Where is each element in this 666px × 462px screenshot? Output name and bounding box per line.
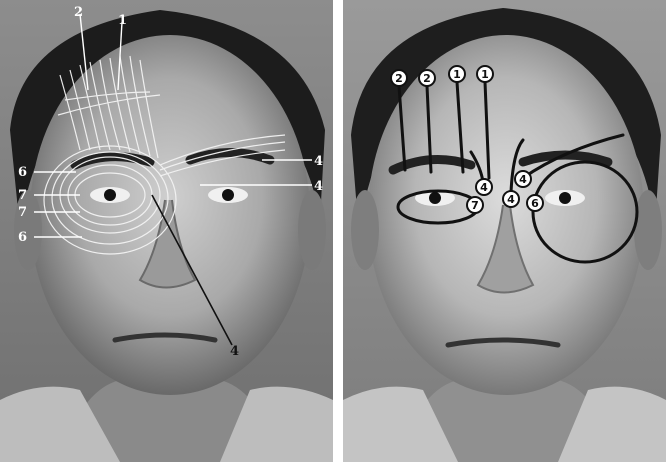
marker-4-c-label: 4 <box>519 173 527 186</box>
marker-1-a-label: 1 <box>453 68 461 81</box>
marker-2-b-label: 2 <box>423 72 431 85</box>
marker-6-label: 6 <box>531 197 539 210</box>
right-face-illustration: 2 2 1 1 4 7 4 4 <box>343 0 666 462</box>
label-2: 2 <box>74 5 83 20</box>
marker-4-b-label: 4 <box>507 193 515 206</box>
pupil-right <box>559 192 571 204</box>
marker-6: 6 <box>527 195 543 211</box>
marker-1-b: 1 <box>477 66 493 82</box>
left-face-illustration: 2 1 4 4 4 6 7 7 6 <box>0 0 333 462</box>
marker-4-b: 4 <box>503 191 519 207</box>
left-face-photo-panel: 2 1 4 4 4 6 7 7 6 <box>0 0 333 462</box>
marker-1-a: 1 <box>449 66 465 82</box>
marker-7-label: 7 <box>471 199 479 212</box>
marker-2-a: 2 <box>391 70 407 86</box>
pupil-right <box>222 189 234 201</box>
marker-4-a: 4 <box>476 179 492 195</box>
label-4-middle: 4 <box>314 179 323 194</box>
pupil-left <box>429 192 441 204</box>
ear-right <box>298 190 326 270</box>
marker-4-c: 4 <box>515 171 531 187</box>
pupil-left <box>104 189 116 201</box>
ear-left <box>351 190 379 270</box>
marker-2-b: 2 <box>419 70 435 86</box>
right-face-photo-panel: 2 2 1 1 4 7 4 4 <box>343 0 666 462</box>
marker-4-a-label: 4 <box>480 181 488 194</box>
label-1: 1 <box>118 13 127 28</box>
marker-1-b-label: 1 <box>481 68 489 81</box>
marker-7: 7 <box>467 197 483 213</box>
label-6-lower: 6 <box>18 230 27 245</box>
label-7-lower: 7 <box>18 205 27 220</box>
label-7-upper: 7 <box>18 188 27 203</box>
marker-2-a-label: 2 <box>395 72 403 85</box>
label-4-lower: 4 <box>230 344 239 359</box>
ear-right <box>634 190 662 270</box>
label-4-upper: 4 <box>314 154 323 169</box>
label-6-upper: 6 <box>18 165 27 180</box>
